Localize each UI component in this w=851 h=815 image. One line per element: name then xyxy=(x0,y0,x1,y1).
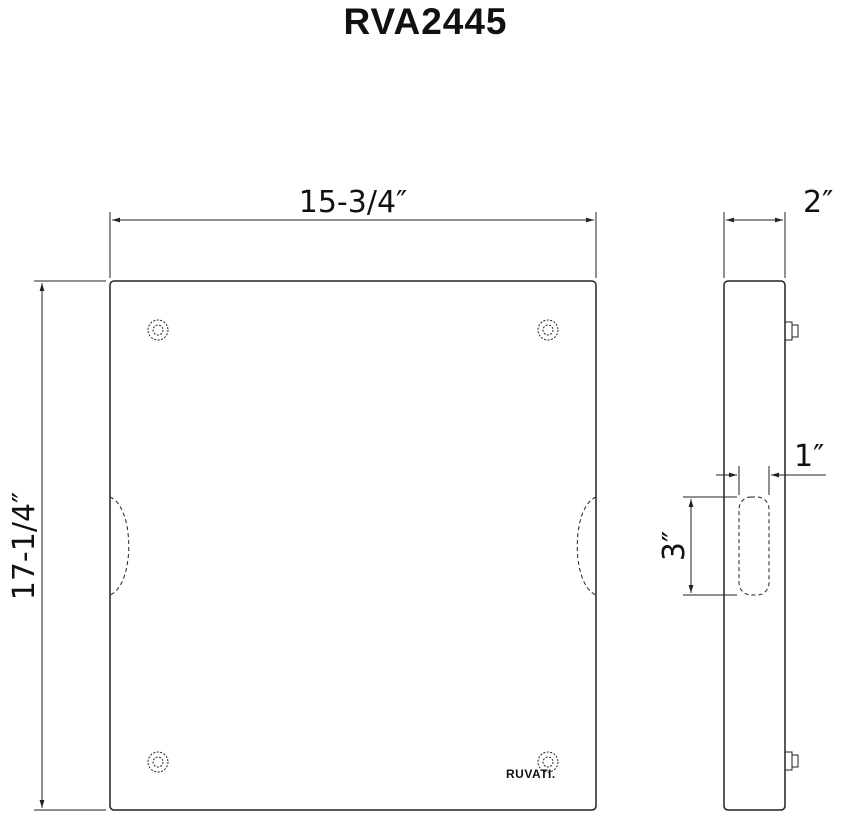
side-knob-top xyxy=(784,321,799,341)
mounting-hole-bottom-left xyxy=(147,751,169,773)
handle-recess-left xyxy=(109,496,130,596)
height-dimension: 17-1/4″ xyxy=(7,280,106,811)
width-dimension: 15-3/4″ xyxy=(109,185,597,278)
brand-logo: RUVATI. xyxy=(506,767,556,781)
handle-recess-right xyxy=(576,496,597,596)
front-panel xyxy=(109,280,597,811)
handle-slot xyxy=(738,496,770,596)
mounting-hole-top-right xyxy=(537,319,559,341)
mounting-hole-bottom-right xyxy=(537,751,559,773)
side-panel xyxy=(723,280,786,811)
handle-depth-label: 1″ xyxy=(794,439,824,474)
mounting-hole-top-left xyxy=(147,319,169,341)
height-label: 17-1/4″ xyxy=(7,492,42,601)
product-model-title: RVA2445 xyxy=(343,1,508,42)
width-label: 15-3/4″ xyxy=(299,185,408,220)
handle-depth-dimension: 1″ xyxy=(716,439,826,495)
front-view: RUVATI. xyxy=(109,280,597,811)
depth-label: 2″ xyxy=(803,185,833,220)
depth-dimension: 2″ xyxy=(723,185,833,278)
side-knob-bottom xyxy=(784,751,799,771)
handle-height-dimension: 3″ xyxy=(657,496,737,596)
side-view xyxy=(723,280,799,811)
handle-height-label: 3″ xyxy=(657,531,692,561)
